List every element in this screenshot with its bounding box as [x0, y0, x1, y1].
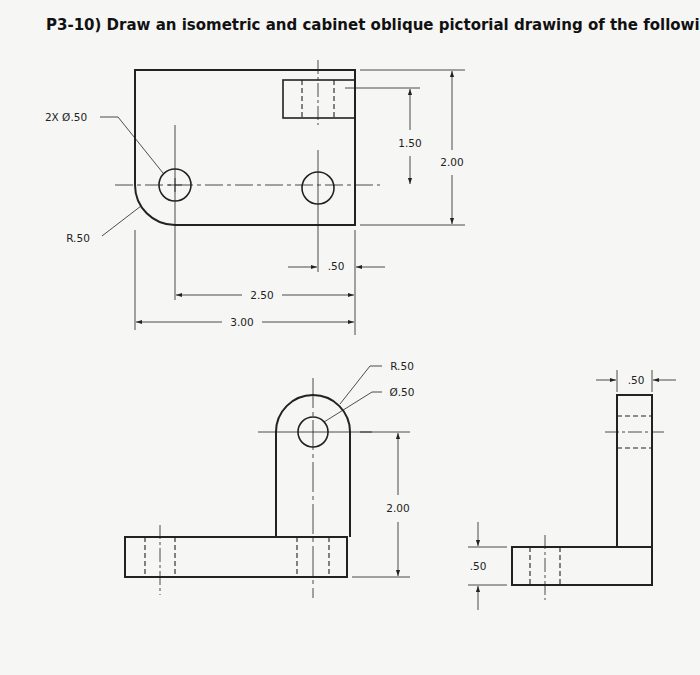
- leader-label: 2X Ø.50: [43, 111, 89, 124]
- leader-label: R.50: [64, 232, 92, 245]
- dimension: .50: [626, 374, 647, 387]
- dimension: 2.00: [438, 156, 465, 169]
- dimension: 2.50: [248, 289, 275, 302]
- dimension: .50: [326, 260, 347, 273]
- leader-label: Ø.50: [388, 386, 417, 399]
- dimension: .50: [468, 560, 489, 573]
- top-view-outline: [135, 70, 355, 225]
- dimension: 3.00: [228, 316, 255, 329]
- leader-label: R.50: [388, 360, 416, 373]
- problem-title: P3-10) Draw an isometric and cabinet obl…: [46, 16, 700, 34]
- dimension: 2.00: [384, 502, 411, 515]
- dimension: 1.50: [396, 137, 423, 150]
